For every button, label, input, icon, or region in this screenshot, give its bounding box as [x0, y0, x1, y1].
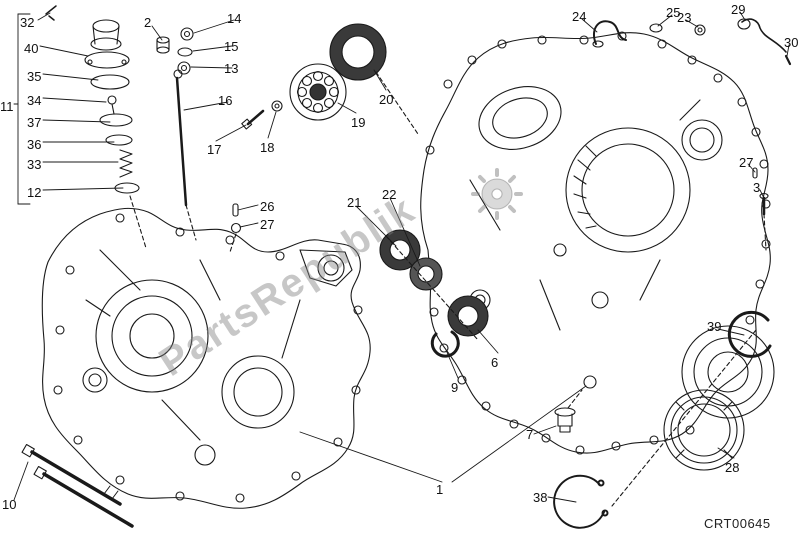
bearing-6: [447, 295, 489, 337]
right-case-bolt-holes: [425, 31, 771, 455]
leader-lines: [13, 11, 790, 503]
plug-7: [554, 389, 583, 433]
breather-hose-24: [592, 18, 792, 66]
left-crankcase-half: [41, 207, 371, 509]
snap-ring-38: [553, 474, 609, 529]
ring-20: [329, 23, 419, 135]
bearing-19: [289, 63, 347, 121]
seal-ring-28: [663, 389, 745, 471]
diagram-code: CRT00645: [704, 516, 771, 531]
circlip-39: [727, 310, 772, 358]
pins-26-27: [229, 203, 242, 253]
right-crankcase-half: [420, 31, 775, 455]
stud-3-pin-27: [752, 167, 769, 251]
stud-and-washers: [156, 27, 197, 241]
left-case-bolt-holes: [53, 213, 363, 503]
bearing-axis-dashed: [385, 235, 479, 341]
circlip-9: [430, 330, 460, 358]
gear-logo-watermark: [471, 168, 523, 220]
seal-axis-dashed: [611, 329, 757, 507]
breather-valve-stack: [45, 5, 147, 249]
long-bolts-10: [21, 443, 134, 528]
bolt-17-washer-18: [241, 100, 283, 130]
